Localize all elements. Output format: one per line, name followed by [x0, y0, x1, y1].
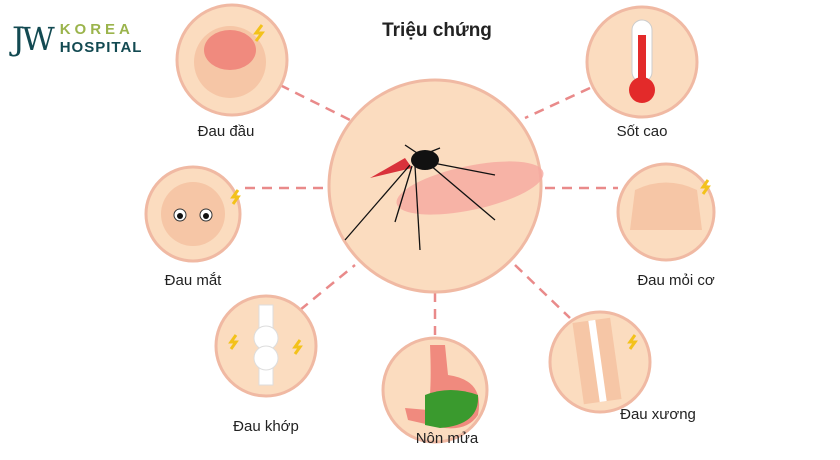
eye-pain-icon	[144, 165, 242, 263]
label-high-fever: Sốt cao	[616, 123, 668, 140]
mosquito-icon	[327, 78, 544, 294]
label-muscle-pain: Đau mỏi cơ	[637, 272, 715, 289]
thermometer-icon	[585, 5, 699, 119]
head-pain-icon	[175, 3, 289, 117]
label-joint-pain: Đau khớp	[233, 418, 299, 435]
logo-mark: JW	[12, 20, 55, 58]
stomach-icon	[381, 336, 489, 444]
label-vomiting: Nôn mửa	[415, 430, 479, 447]
bone-pain-icon	[548, 310, 652, 414]
label-bone-pain: Đau xương	[620, 406, 696, 423]
logo-line2: HOSPITAL	[59, 39, 143, 56]
joint-pain-icon	[214, 294, 318, 398]
connector-lines	[245, 83, 618, 335]
diagram-title: Triệu chứng	[382, 20, 492, 41]
hospital-logo: JW KOREA HOSPITAL	[12, 20, 142, 58]
muscle-pain-icon	[616, 162, 716, 262]
label-head-pain: Đau đầu	[197, 123, 255, 140]
label-eye-pain: Đau mắt	[164, 272, 222, 289]
logo-line1: KOREA	[59, 21, 134, 38]
